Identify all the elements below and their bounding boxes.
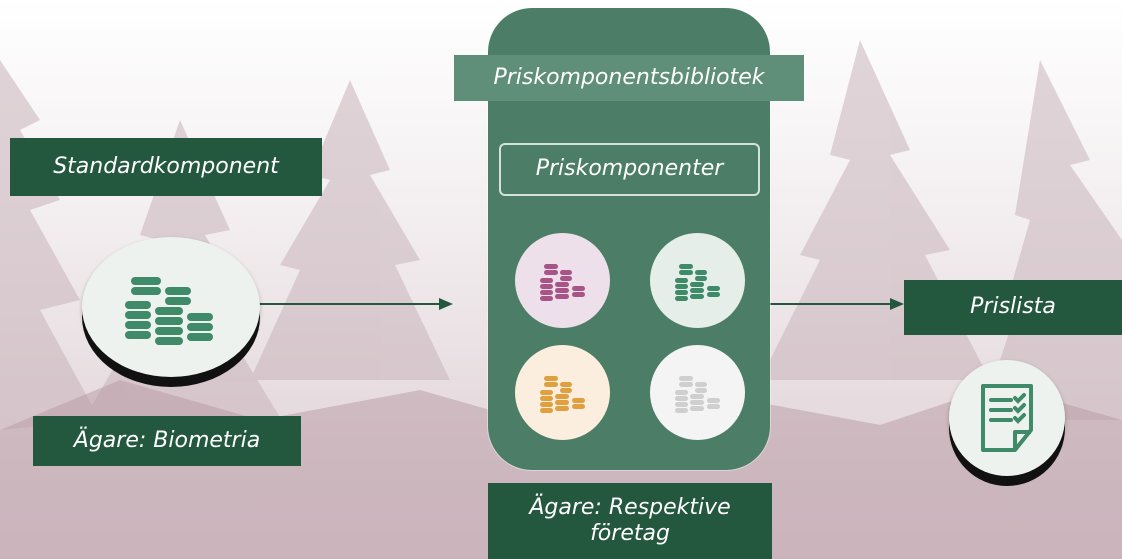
owner-companies-label: Ägare: Respektive företag bbox=[488, 483, 772, 559]
owner-companies-text: Ägare: Respektive företag bbox=[529, 494, 731, 546]
owner-biometria-label: Ägare: Biometria bbox=[33, 416, 301, 466]
standard-component-circle bbox=[82, 237, 260, 377]
standard-component-text: Standardkomponent bbox=[53, 153, 279, 179]
arrow-library-to-pricelist bbox=[770, 298, 904, 310]
standard-component-label: Standardkomponent bbox=[10, 138, 322, 196]
owner-biometria-text: Ägare: Biometria bbox=[73, 427, 261, 453]
price-list-circle bbox=[949, 360, 1065, 476]
component-circle-orange bbox=[515, 345, 610, 440]
coins-stack-icon bbox=[539, 375, 585, 413]
component-circle-purple bbox=[515, 233, 610, 328]
library-title-label: Priskomponentsbibliotek bbox=[454, 55, 804, 101]
checklist-document-icon bbox=[981, 384, 1033, 452]
coins-stack-icon bbox=[539, 263, 585, 301]
coins-stack-icon bbox=[125, 277, 213, 345]
coins-stack-icon bbox=[674, 375, 720, 413]
library-title-text: Priskomponentsbibliotek bbox=[493, 64, 765, 90]
component-circle-green bbox=[650, 233, 745, 328]
component-circle-gray bbox=[650, 345, 745, 440]
coins-stack-icon bbox=[674, 263, 720, 301]
price-list-label: Prislista bbox=[904, 280, 1122, 335]
price-components-text: Priskomponenter bbox=[535, 156, 724, 182]
arrow-standard-to-library bbox=[255, 298, 453, 310]
price-list-text: Prislista bbox=[970, 294, 1056, 320]
price-components-label: Priskomponenter bbox=[499, 143, 760, 196]
